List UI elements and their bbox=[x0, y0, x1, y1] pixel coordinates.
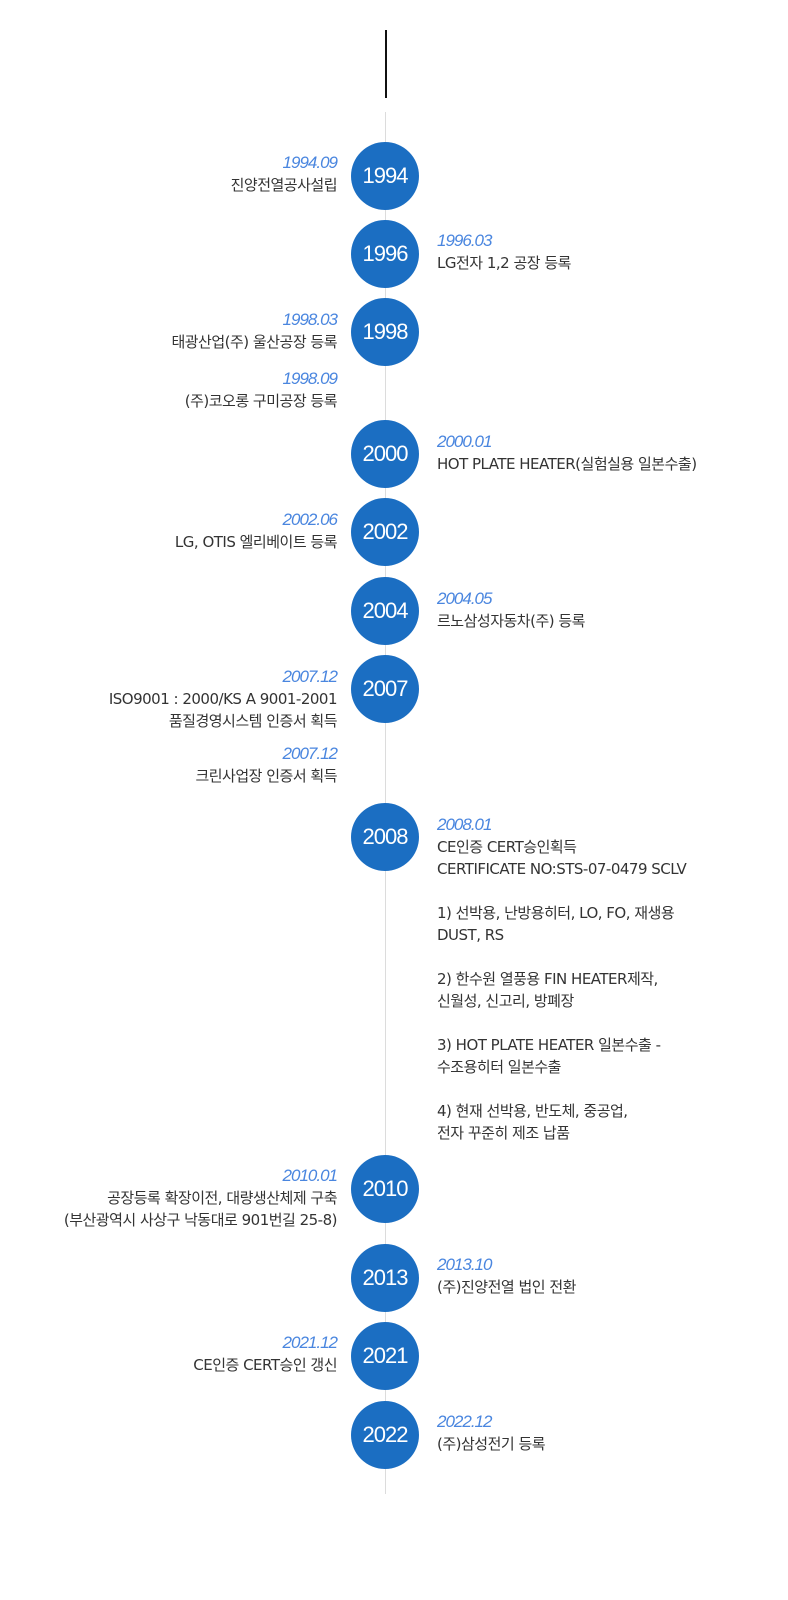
timeline-entry: 1998.09 (주)코오롱 구미공장 등록 bbox=[17, 368, 338, 412]
entry-date: 2004.05 bbox=[437, 589, 492, 608]
entry-date: 2002.06 bbox=[282, 510, 338, 529]
entry-date: 2000.01 bbox=[437, 432, 492, 451]
entry-description: ISO9001 : 2000/KS A 9001-2001 품질경영시스템 인증… bbox=[108, 690, 338, 730]
timeline-entry: 1996.03 LG전자 1,2 공장 등록 bbox=[437, 230, 757, 274]
timeline-entry: 2004.05 르노삼성자동차(주) 등록 bbox=[437, 588, 757, 632]
year-marker-2002: 2002 bbox=[351, 498, 419, 566]
entry-description: CE인증 CERT승인획득 CERTIFICATE NO:STS-07-0479… bbox=[437, 838, 687, 1142]
year-marker-2021: 2021 bbox=[351, 1322, 419, 1390]
year-marker-2007: 2007 bbox=[351, 655, 419, 723]
year-marker-2010: 2010 bbox=[351, 1155, 419, 1223]
entry-description: 태광산업(주) 울산공장 등록 bbox=[171, 333, 337, 351]
year-marker-2013: 2013 bbox=[351, 1244, 419, 1312]
entry-date: 2007.12 bbox=[282, 667, 338, 686]
entry-date: 1998.03 bbox=[282, 310, 338, 329]
entry-date: 2010.01 bbox=[282, 1166, 338, 1185]
entry-description: LG전자 1,2 공장 등록 bbox=[437, 254, 571, 272]
entry-date: 2022.12 bbox=[437, 1412, 492, 1431]
entry-description: LG, OTIS 엘리베이트 등록 bbox=[174, 533, 338, 551]
entry-date: 1994.09 bbox=[282, 153, 338, 172]
entry-description: (주)코오롱 구미공장 등록 bbox=[184, 392, 338, 410]
timeline-entry: 2010.01 공장등록 확장이전, 대량생산체제 구축 (부산광역시 사상구 … bbox=[17, 1165, 338, 1231]
entry-date: 2013.10 bbox=[437, 1255, 492, 1274]
entry-description: HOT PLATE HEATER(실험실용 일본수출) bbox=[437, 455, 697, 473]
entry-description: (주)진양전열 법인 전환 bbox=[437, 1278, 576, 1296]
entry-description: 르노삼성자동차(주) 등록 bbox=[437, 612, 585, 630]
timeline-entry: 2002.06 LG, OTIS 엘리베이트 등록 bbox=[17, 509, 338, 553]
timeline-entry: 2007.12 크린사업장 인증서 획득 bbox=[17, 743, 338, 787]
year-marker-2008: 2008 bbox=[351, 803, 419, 871]
entry-description: 진양전열공사설립 bbox=[230, 176, 338, 194]
timeline-entry: 2013.10 (주)진양전열 법인 전환 bbox=[437, 1254, 757, 1298]
year-marker-2004: 2004 bbox=[351, 577, 419, 645]
timeline-entry: 2021.12 CE인증 CERT승인 갱신 bbox=[17, 1332, 338, 1376]
year-marker-2000: 2000 bbox=[351, 420, 419, 488]
year-marker-2022: 2022 bbox=[351, 1401, 419, 1469]
entry-date: 2007.12 bbox=[282, 744, 338, 763]
top-divider bbox=[385, 30, 387, 98]
timeline-entry: 2007.12 ISO9001 : 2000/KS A 9001-2001 품질… bbox=[17, 666, 338, 732]
entry-date: 1998.09 bbox=[282, 369, 338, 388]
timeline-entry: 2022.12 (주)삼성전기 등록 bbox=[437, 1411, 757, 1455]
entry-date: 2021.12 bbox=[282, 1333, 338, 1352]
timeline-entry: 2008.01 CE인증 CERT승인획득 CERTIFICATE NO:STS… bbox=[437, 814, 757, 1144]
entry-description: 크린사업장 인증서 획득 bbox=[195, 767, 337, 785]
timeline-entry: 1998.03 태광산업(주) 울산공장 등록 bbox=[17, 309, 338, 353]
year-marker-1994: 1994 bbox=[351, 142, 419, 210]
timeline-entry: 2000.01 HOT PLATE HEATER(실험실용 일본수출) bbox=[437, 431, 757, 475]
timeline-entry: 1994.09 진양전열공사설립 bbox=[17, 152, 338, 196]
entry-description: (주)삼성전기 등록 bbox=[437, 1435, 546, 1453]
entry-date: 2008.01 bbox=[437, 815, 492, 834]
entry-description: CE인증 CERT승인 갱신 bbox=[193, 1356, 337, 1374]
year-marker-1996: 1996 bbox=[351, 220, 419, 288]
year-marker-1998: 1998 bbox=[351, 298, 419, 366]
entry-date: 1996.03 bbox=[437, 231, 492, 250]
entry-description: 공장등록 확장이전, 대량생산체제 구축 (부산광역시 사상구 낙동대로 901… bbox=[63, 1189, 338, 1229]
